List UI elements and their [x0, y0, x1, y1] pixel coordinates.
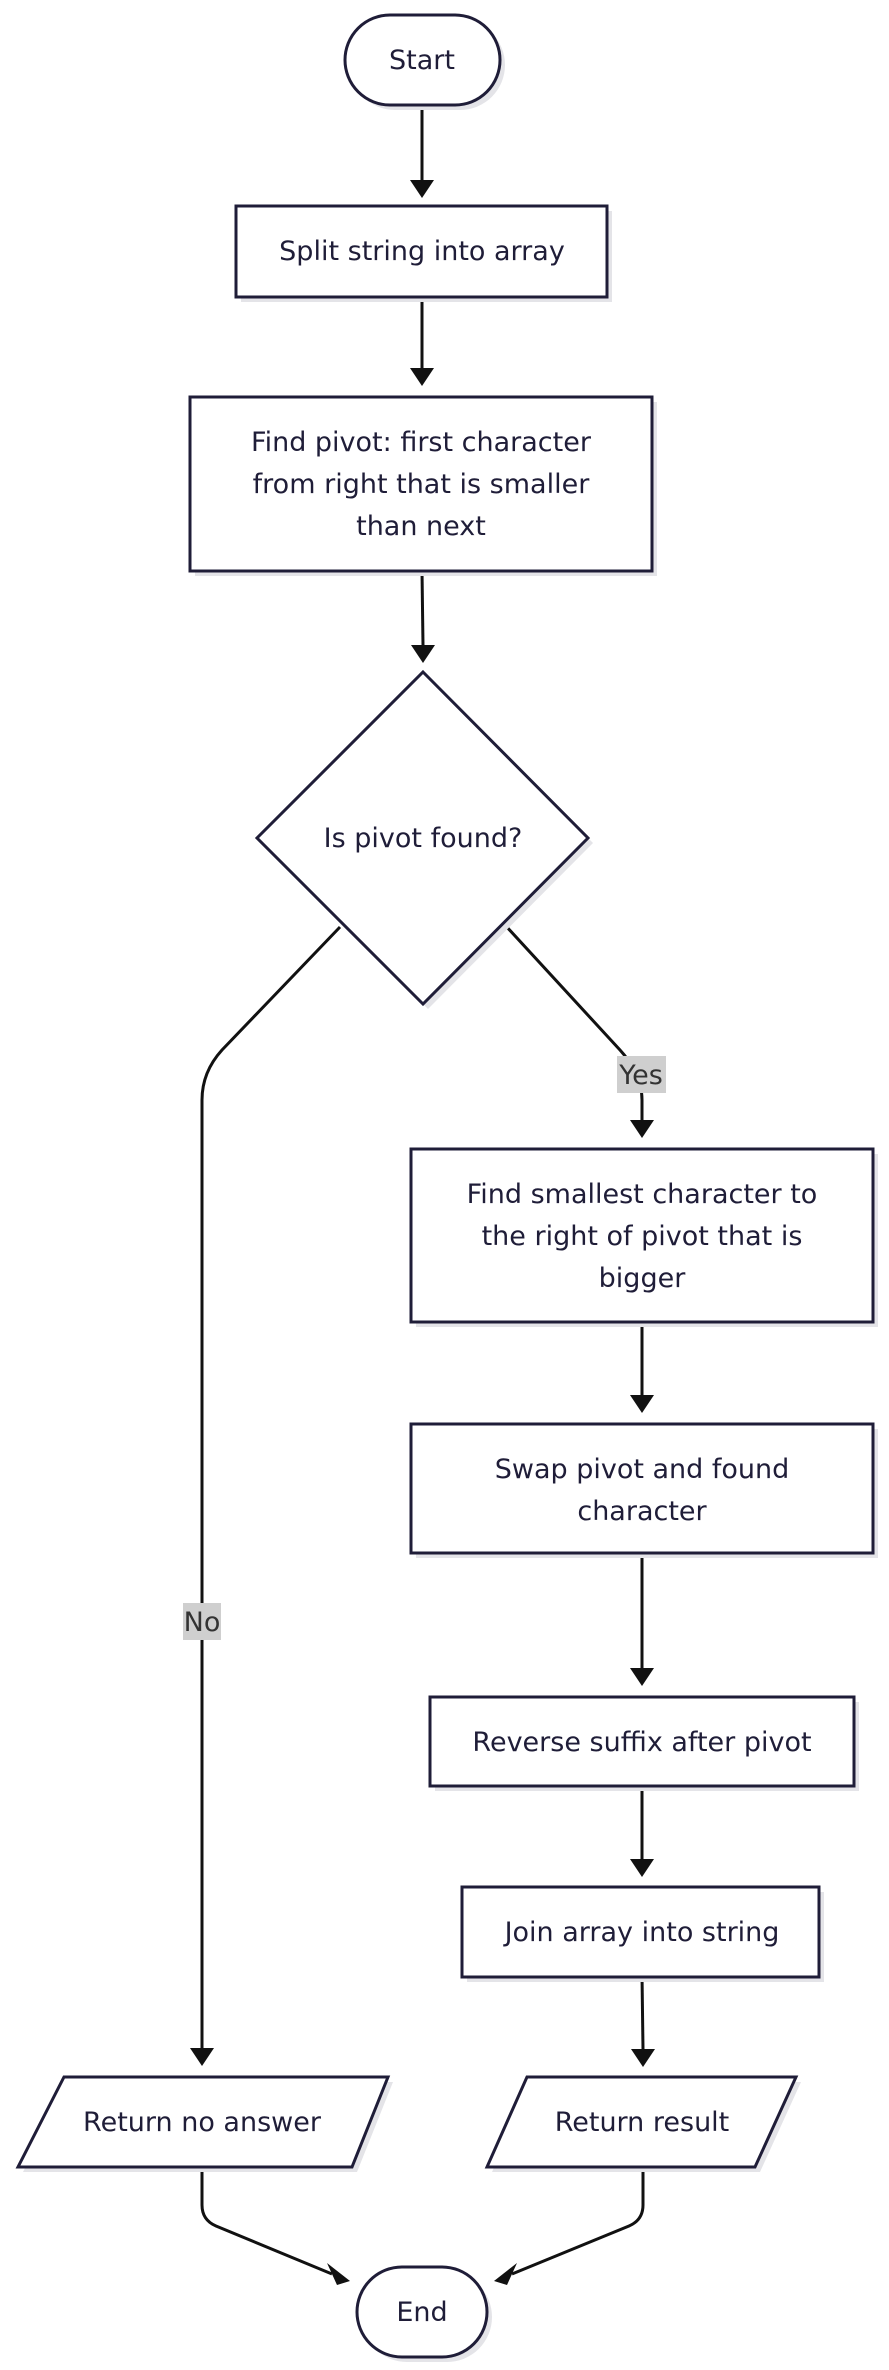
node-join-label: Join array into string: [503, 1917, 780, 1948]
node-find-smallest-line-3: bigger: [599, 1263, 687, 1294]
arrowhead-swap: [630, 1395, 654, 1413]
edge-return-no-answer-end: [200, 2167, 333, 2276]
node-swap: Swap pivot and found character: [409, 1422, 878, 1558]
node-find-smallest-line-1: Find smallest character to: [467, 1179, 818, 1210]
node-start: Start: [343, 13, 505, 110]
node-decision: Is pivot found?: [254, 669, 593, 1009]
arrowhead-join: [630, 1859, 654, 1877]
edge-return-result-end: [511, 2167, 645, 2276]
arrowhead-end-right: [494, 2263, 517, 2285]
node-return-result: Return result: [484, 2075, 801, 2172]
node-start-label: Start: [389, 45, 455, 76]
arrowhead-pivot: [410, 368, 434, 386]
edge-label-yes-text: Yes: [618, 1060, 663, 1091]
edge-decision-no: [200, 925, 342, 2048]
edges: [190, 107, 655, 2285]
node-join: Join array into string: [460, 1885, 824, 1982]
node-swap-line-1: Swap pivot and found: [495, 1454, 790, 1485]
arrowhead-end-left: [327, 2263, 350, 2285]
arrowhead-return-result: [631, 2049, 655, 2067]
edge-label-no-text: No: [184, 1607, 221, 1638]
arrowhead-reverse: [630, 1668, 654, 1686]
node-reverse: Reverse suffix after pivot: [428, 1695, 859, 1791]
arrowhead-split: [410, 180, 434, 198]
node-split-label: Split string into array: [279, 236, 565, 267]
node-return-no-answer: Return no answer: [15, 2075, 393, 2172]
node-swap-line-2: character: [577, 1496, 707, 1527]
node-return-no-answer-label: Return no answer: [83, 2107, 322, 2138]
arrowhead-return-no-answer: [190, 2048, 214, 2066]
arrowhead-find-smallest: [630, 1120, 654, 1138]
node-return-result-label: Return result: [555, 2107, 730, 2138]
node-find-pivot-line-1: Find pivot: first character: [251, 427, 592, 458]
edge-pivot-decision: [420, 570, 425, 646]
node-split: Split string into array: [234, 204, 612, 302]
node-end-label: End: [396, 2297, 447, 2328]
node-end: End: [355, 2265, 492, 2362]
node-reverse-label: Reverse suffix after pivot: [472, 1727, 811, 1758]
node-find-pivot-line-3: than next: [356, 511, 486, 542]
edge-label-yes: Yes: [617, 1056, 666, 1093]
node-find-smallest: Find smallest character to the right of …: [409, 1147, 878, 1327]
arrowhead-decision: [411, 645, 435, 663]
node-find-pivot-line-2: from right that is smaller: [253, 469, 591, 500]
node-find-smallest-line-2: the right of pivot that is: [482, 1221, 803, 1252]
node-decision-label: Is pivot found?: [324, 823, 523, 854]
node-find-pivot: Find pivot: first character from right t…: [188, 395, 657, 576]
edge-join-return-result: [640, 1974, 645, 2050]
edge-label-no: No: [183, 1603, 221, 1640]
